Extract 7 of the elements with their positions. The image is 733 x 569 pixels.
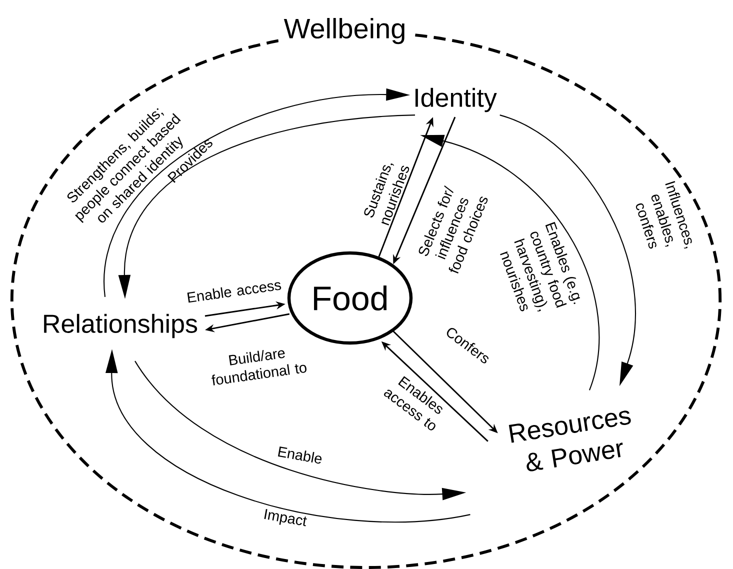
edge-label: Impact xyxy=(264,509,307,526)
edge-label: Build/are foundational to xyxy=(211,350,306,386)
concept-label: Identity xyxy=(416,88,497,112)
edge-label: Enable access xyxy=(187,282,282,303)
edge-label: Enable xyxy=(278,446,322,464)
concept-label: Resources & Power xyxy=(508,410,631,472)
concept-label: Relationships xyxy=(44,314,198,338)
